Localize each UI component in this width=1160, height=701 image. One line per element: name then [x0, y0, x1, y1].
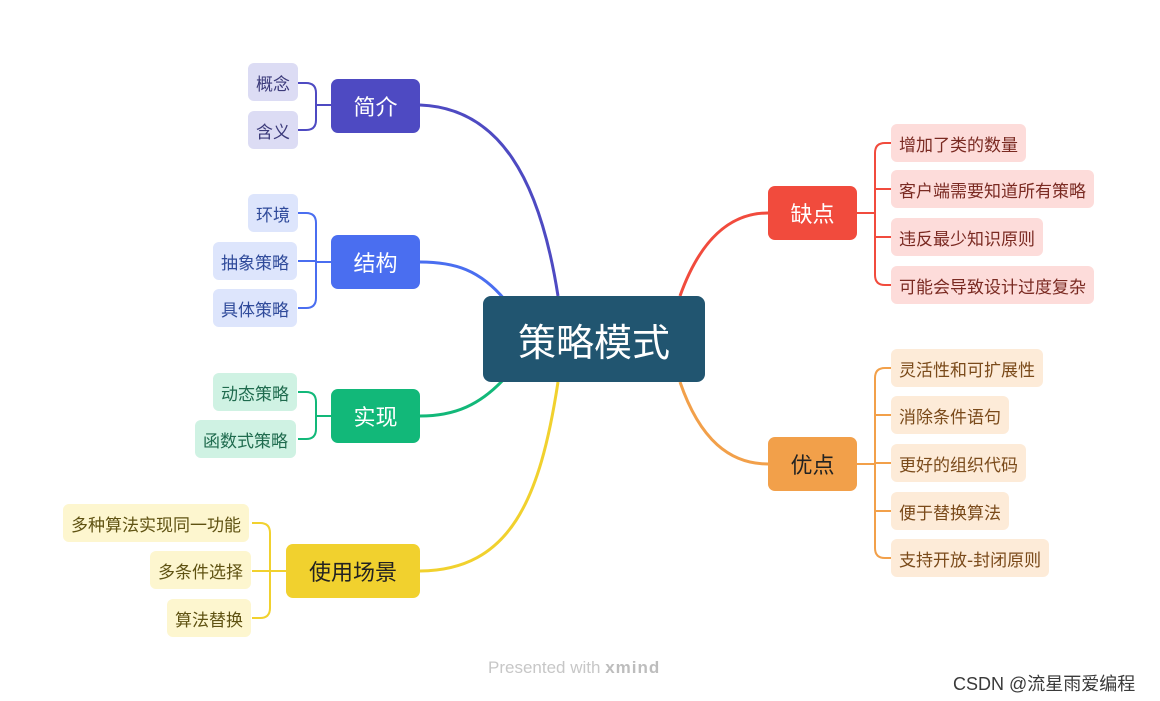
- link-root-cons: [678, 211, 769, 297]
- root-topic[interactable]: 策略模式: [483, 296, 705, 382]
- branch-scenarios[interactable]: 使用场景: [286, 544, 420, 598]
- leaf-intro-concept[interactable]: 概念: [248, 63, 298, 101]
- branch-structure[interactable]: 结构: [331, 235, 420, 289]
- leaf-implementation-functional[interactable]: 函数式策略: [195, 420, 296, 458]
- leaf-scenarios-multi-condition[interactable]: 多条件选择: [150, 551, 251, 589]
- link-root-structure: [419, 260, 507, 301]
- leaf-implementation-dynamic[interactable]: 动态策略: [213, 373, 297, 411]
- leaf-cons-client-knows-all[interactable]: 客户端需要知道所有策略: [891, 170, 1094, 208]
- leaf-structure-context[interactable]: 环境: [248, 194, 298, 232]
- branch-implementation[interactable]: 实现: [331, 389, 420, 443]
- leaf-intro-meaning[interactable]: 含义: [248, 111, 298, 149]
- leaf-cons-violates-lod[interactable]: 违反最少知识原则: [891, 218, 1043, 256]
- leaf-scenarios-same-function[interactable]: 多种算法实现同一功能: [63, 504, 249, 542]
- link-root-scenarios: [419, 381, 560, 573]
- leaf-pros-flexibility[interactable]: 灵活性和可扩展性: [891, 349, 1043, 387]
- leaf-pros-open-closed[interactable]: 支持开放-封闭原则: [891, 539, 1050, 577]
- leaf-structure-abstract-strategy[interactable]: 抽象策略: [213, 242, 297, 280]
- leaf-pros-remove-conditionals[interactable]: 消除条件语句: [891, 396, 1009, 434]
- link-root-pros: [678, 381, 769, 466]
- link-root-implementation: [419, 376, 507, 418]
- leaf-structure-concrete-strategy[interactable]: 具体策略: [213, 289, 297, 327]
- leaf-pros-easy-swap[interactable]: 便于替换算法: [891, 492, 1009, 530]
- branch-pros[interactable]: 优点: [768, 437, 857, 491]
- branch-intro[interactable]: 简介: [331, 79, 420, 133]
- presented-with-footer: Presented with xmind: [488, 658, 660, 678]
- branch-cons[interactable]: 缺点: [768, 186, 857, 240]
- leaf-cons-overdesign[interactable]: 可能会导致设计过度复杂: [891, 266, 1094, 304]
- watermark: CSDN @流星雨爱编程: [953, 674, 1136, 694]
- xmind-logo: xmind: [605, 658, 661, 677]
- leaf-pros-better-organization[interactable]: 更好的组织代码: [891, 444, 1026, 482]
- footer-prefix: Presented with: [488, 658, 606, 677]
- link-root-intro: [419, 103, 560, 297]
- leaf-scenarios-algorithm-swap[interactable]: 算法替换: [167, 599, 251, 637]
- leaf-cons-more-classes[interactable]: 增加了类的数量: [891, 124, 1026, 162]
